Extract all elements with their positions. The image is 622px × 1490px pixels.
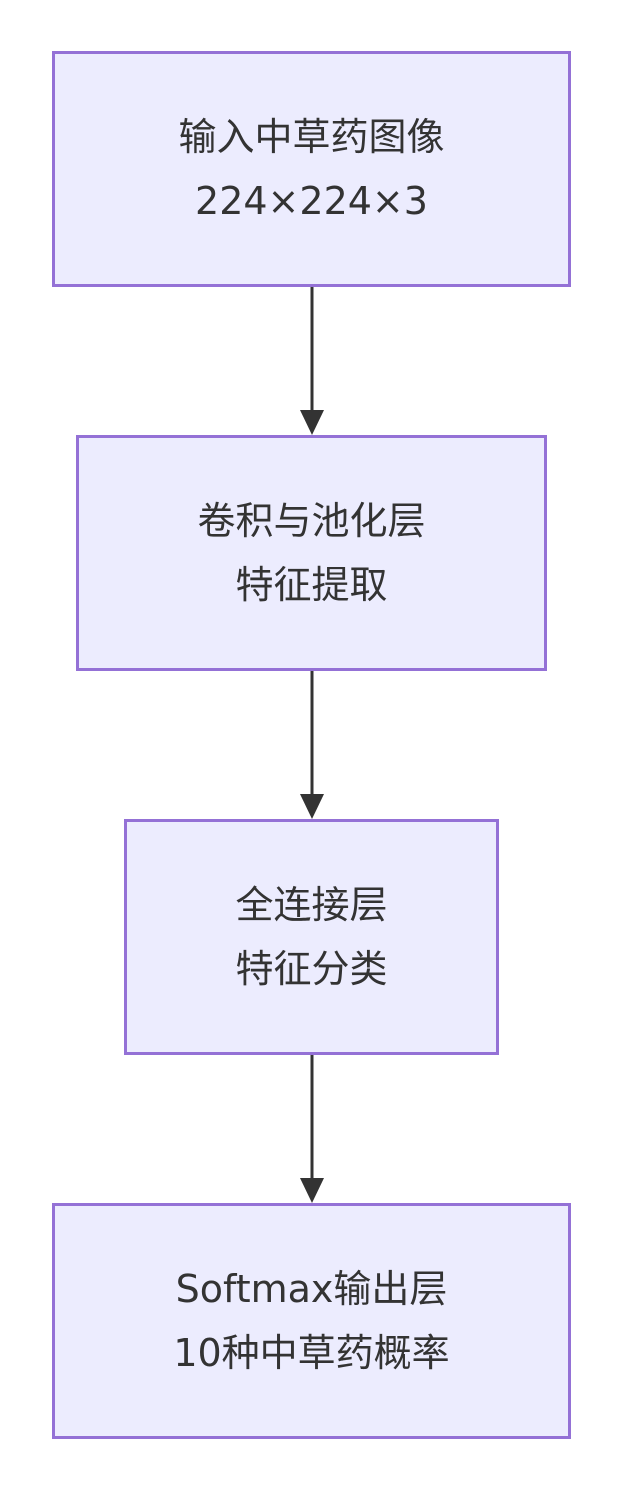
edge-fc-to-softmax bbox=[300, 1055, 324, 1203]
node-label-line1: 全连接层 bbox=[235, 883, 388, 927]
node-label-line2: 特征提取 bbox=[235, 563, 388, 607]
node-label-line2: 10种中草药概率 bbox=[173, 1331, 450, 1375]
node-label-line2: 特征分类 bbox=[235, 947, 388, 991]
node-input-image: 输入中草药图像 224×224×3 bbox=[52, 51, 571, 287]
node-label-line1: 输入中草药图像 bbox=[178, 115, 445, 159]
node-label-line2: 224×224×3 bbox=[195, 179, 428, 223]
node-label-line1: Softmax输出层 bbox=[175, 1267, 448, 1311]
node-label-line1: 卷积与池化层 bbox=[197, 499, 426, 543]
node-softmax-output: Softmax输出层 10种中草药概率 bbox=[52, 1203, 571, 1439]
arrowhead-icon bbox=[300, 1178, 324, 1203]
edge-conv-to-fc bbox=[300, 671, 324, 819]
node-conv-pool: 卷积与池化层 特征提取 bbox=[76, 435, 547, 671]
arrowhead-icon bbox=[300, 410, 324, 435]
node-fully-connected: 全连接层 特征分类 bbox=[124, 819, 499, 1055]
edge-input-to-conv bbox=[300, 287, 324, 435]
arrowhead-icon bbox=[300, 794, 324, 819]
